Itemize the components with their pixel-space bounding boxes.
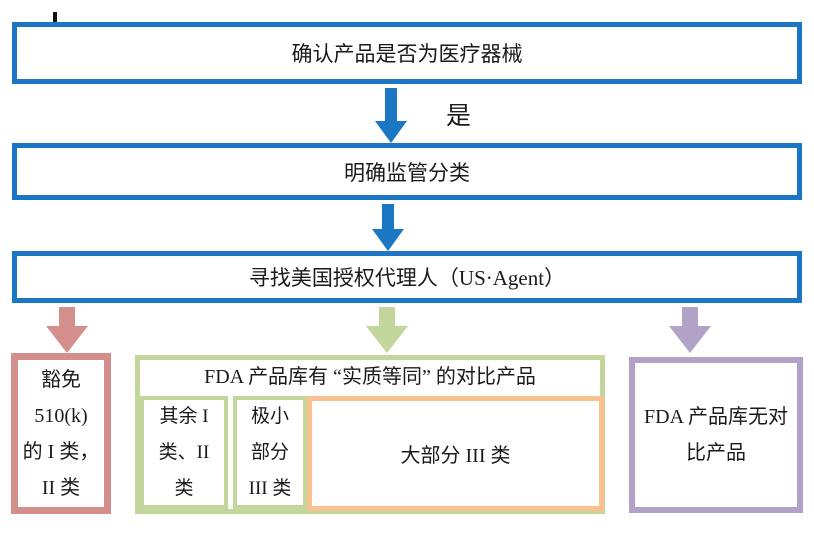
- down-arrow-icon: [382, 204, 394, 230]
- sub-box-most-class-3: 大部分 III 类: [307, 396, 604, 511]
- sub-box-line: 极小: [250, 405, 289, 427]
- text-caret-artifact: [53, 12, 57, 26]
- outcome-line: 豁免: [41, 368, 81, 391]
- outcome-line: 510(k): [34, 404, 88, 427]
- yes-label: 是: [446, 103, 472, 130]
- down-arrow-icon: [669, 326, 711, 353]
- sub-box-line: 部分: [250, 441, 289, 463]
- sub-box-label: 大部分 III 类: [400, 445, 511, 467]
- outcome-line: II 类: [41, 476, 81, 499]
- step-label: 明确监管分类: [344, 160, 470, 185]
- step-label: 确认产品是否为医疗器械: [291, 42, 523, 66]
- sub-box-line: 类、II: [158, 441, 210, 463]
- sub-box-line: 类: [174, 477, 194, 499]
- step-box-confirm-device: 确认产品是否为医疗器械: [12, 22, 802, 84]
- outcome-box-no-comparable-product: FDA 产品库无对 比产品: [629, 357, 803, 513]
- outcome-line: 的 I 类，: [22, 440, 100, 463]
- down-arrow-icon: [682, 307, 698, 327]
- outcome-line: FDA 产品库无对: [644, 406, 788, 428]
- down-arrow-icon: [385, 88, 397, 122]
- down-arrow-icon: [366, 326, 408, 353]
- down-arrow-icon: [59, 307, 75, 327]
- step-box-us-agent: 寻找美国授权代理人（US·Agent）: [12, 251, 802, 303]
- sub-box-line: III 类: [248, 477, 292, 499]
- down-arrow-icon: [46, 326, 88, 353]
- outcome-line: 比产品: [686, 442, 746, 464]
- down-arrow-icon: [379, 307, 395, 327]
- down-arrow-icon: [375, 121, 407, 143]
- sub-box-remaining-class-1-2: 其余 I 类、II 类: [140, 396, 228, 509]
- step-box-classification: 明确监管分类: [12, 143, 802, 200]
- step-label: 寻找美国授权代理人（US·Agent）: [248, 266, 566, 290]
- down-arrow-icon: [372, 229, 404, 251]
- substantial-equivalence-header: FDA 产品库有 “实质等同” 的对比产品: [204, 366, 536, 388]
- sub-box-small-part-class-3: 极小 部分 III 类: [233, 396, 307, 509]
- outcome-box-510k-exempt: 豁免 510(k) 的 I 类， II 类: [11, 353, 111, 514]
- sub-box-line: 其余 I: [159, 405, 209, 427]
